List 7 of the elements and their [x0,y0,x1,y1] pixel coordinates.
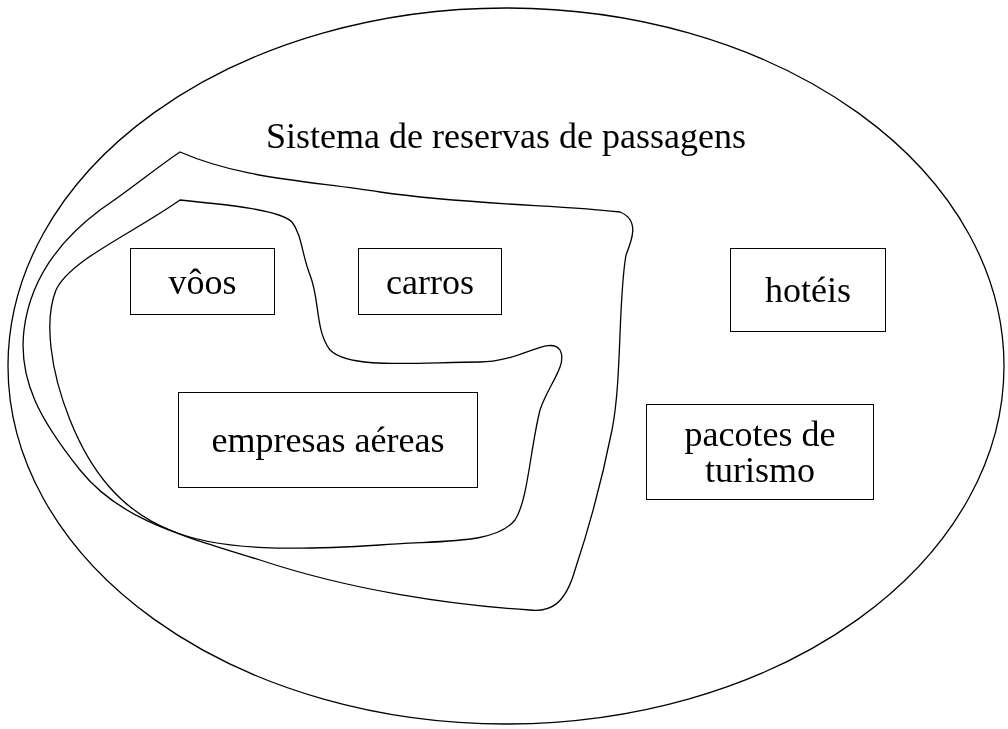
ellipse-boundary [8,8,1004,724]
entity-box: carros [358,248,502,315]
entity-box: hotéis [730,248,886,332]
entity-box: vôos [130,248,275,315]
diagram-heading: Sistema de reservas de passagens [265,118,747,154]
entity-box: pacotes de turismo [646,404,874,500]
entity-box: empresas aéreas [178,392,478,488]
